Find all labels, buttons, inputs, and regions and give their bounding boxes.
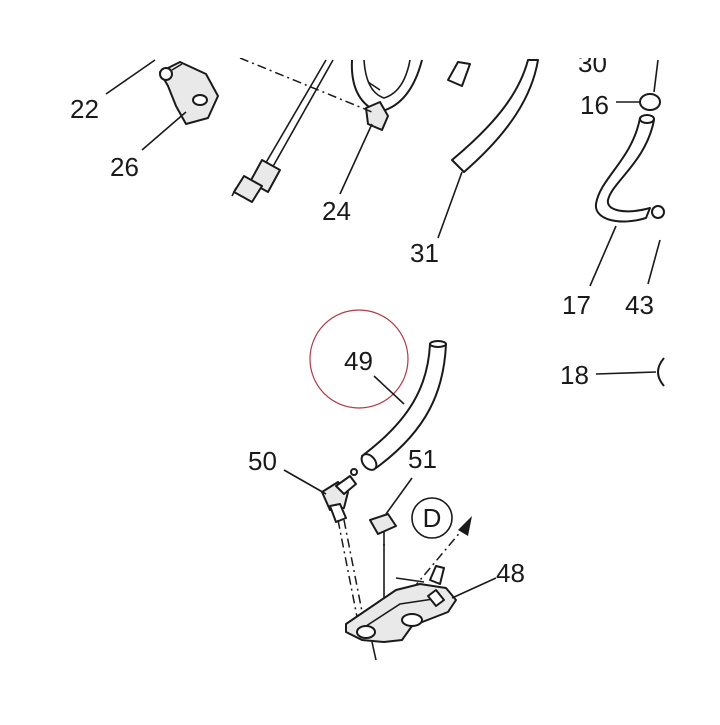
callout-D-circle <box>411 497 453 539</box>
right-crop-mask <box>666 58 720 398</box>
callout-49: 49 <box>344 346 373 376</box>
callout-48: 48 <box>496 558 525 588</box>
direction-D-arrow <box>458 516 472 536</box>
leader-49 <box>373 375 405 405</box>
leader-43 <box>647 239 661 285</box>
callout-18: 18 <box>560 360 589 390</box>
cable-connector <box>231 59 334 203</box>
part-26-knob <box>159 61 219 125</box>
callout-24: 24 <box>322 196 351 226</box>
part-31-seal-strip <box>447 59 539 173</box>
assembly-line-1 <box>337 519 361 633</box>
leader-50 <box>283 469 327 495</box>
part-17-hose <box>594 114 665 223</box>
leader-18 <box>595 371 657 375</box>
part-51-clip <box>369 513 397 546</box>
callout-D: D <box>423 503 442 533</box>
callout-50: 50 <box>248 446 277 476</box>
leader-17 <box>589 225 617 287</box>
callout-22: 22 <box>70 94 99 124</box>
leader-24 <box>339 123 373 195</box>
leader-31 <box>437 171 463 239</box>
leader-26 <box>141 111 187 151</box>
callout-17: 17 <box>562 290 591 320</box>
callout-51: 51 <box>408 444 437 474</box>
leader-22 <box>105 59 156 95</box>
part-48-base-bracket <box>345 565 457 661</box>
leader-51 <box>385 477 413 515</box>
callout-16: 16 <box>580 90 609 120</box>
callout-26: 26 <box>110 152 139 182</box>
direction-D-line <box>399 529 463 605</box>
highlight-circle <box>309 309 409 409</box>
part-18 <box>657 357 665 387</box>
part-16-ring <box>639 59 661 111</box>
top-crop-mask <box>0 0 720 58</box>
callout-43: 43 <box>625 290 654 320</box>
part-49-hose <box>360 340 447 471</box>
callout-31: 31 <box>410 238 439 268</box>
leader-48 <box>451 577 497 599</box>
part-24-bracket <box>239 57 423 131</box>
part-50-nozzle <box>321 468 358 523</box>
